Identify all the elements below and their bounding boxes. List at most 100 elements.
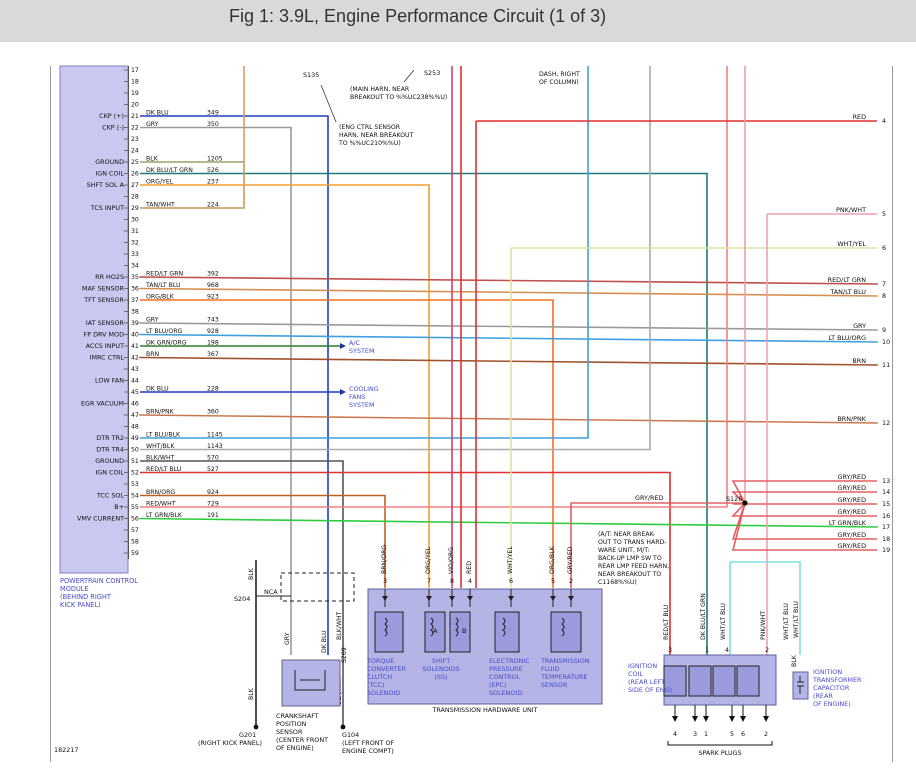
pcm-pin-label: RR HO2S [95,273,124,281]
wire-s126-branch [731,502,877,540]
coil-winding-icon [688,665,712,697]
wire-circuit-label: 968 [207,282,219,289]
tft-sensor-icon [550,611,582,653]
pcm-pin-number: 41 [131,343,139,350]
ckp-sensor-label: (CENTER FRONT [276,736,328,744]
right-connector-color: GRY/RED [838,508,867,516]
wire-tcc-sol [140,494,386,588]
tcc-label: TORQUE [366,657,394,665]
wire-circuit-label: 350 [207,121,219,128]
trans-pin-color: RED [466,561,473,574]
wire-color-label: GRY [146,317,159,324]
diagram-frame [50,66,893,762]
wire-s126-branch [732,502,877,505]
coil-pin-number: 3 [668,646,672,654]
wire-circuit-label: 198 [207,340,219,347]
trans-pin-color: BRN/ORG [381,545,388,574]
trans-pin-number: 4 [468,577,472,585]
wire-color-label: BRN/PNK [146,409,175,416]
trans-pin-arrow [382,596,388,601]
epc-label: PRESSURE [489,665,523,673]
pcm-pin-number: 31 [131,228,139,235]
ss-b-label: B [462,627,466,635]
wire-imrc [139,356,878,366]
tft-sensor-icon-coil-icon [561,617,565,637]
pcm-pin-number: 43 [131,366,139,373]
tft-label: TRANSMISSION [540,657,590,665]
spark-plug-icon [729,716,735,722]
pcm-pin-label: GROUND [95,457,124,465]
trans-unit-label: TRANSMISSION HARDWARE UNIT [431,706,537,714]
pcm-pin-number: 55 [131,504,139,511]
trans-pin-number: 7 [427,577,431,585]
wire-rr-ho2s [139,276,878,285]
spark-plug-number: 1 [704,730,708,738]
right-connector-pin: 10 [882,338,890,346]
main-harn-note: (MAIN HARN, NEAR [350,86,410,93]
right-connector-color: BRN/PNK [837,415,866,423]
wire-circuit-label: 228 [207,386,219,393]
spark-plug-icon [740,716,746,722]
pcm-pin-number: 47 [131,412,139,419]
pcm-pin-number: 38 [131,309,139,316]
trans-pin-number: 8 [450,577,454,585]
coil-pin-number: 4 [725,646,729,654]
wire-ckp-plus [140,115,329,655]
coil-pin-color: WHT/LT BLU [720,603,727,640]
splice-dot [742,500,748,506]
pcm-pin-label: VMV CURRENT [77,515,124,523]
pcm-pin-number: 23 [131,136,139,143]
spark-plug-icon [703,716,709,722]
trans-pin-arrow [508,596,514,601]
ss-a-icon [424,611,446,653]
ss-b-icon-coil-icon [455,617,459,637]
wire-circuit-label: 191 [207,512,219,519]
leader-line [320,84,337,123]
wire-circuit-label: 928 [207,328,219,335]
wire-gry-red [570,502,745,588]
right-connector-color: WHT/YEL [837,240,866,248]
epc-label: SOLENOID [489,689,522,697]
wire-b-plus [140,66,728,508]
capacitor-label: IGNITION [813,668,842,676]
pcm-pin-label: DTR TR4 [96,446,124,454]
wire-color-label: BLK/WHT [146,455,175,462]
wire-color-label: LT GRN/BLK [146,512,183,519]
ckp-wire-dkblu: DK BLU [321,630,328,653]
ground-g201-icon [253,724,259,730]
coil-pin-color: PNK/WHT [760,611,767,640]
capacitor-label: TRANSFORMER [812,676,862,684]
wire-ckp-minus [140,126,292,655]
nca-box [280,572,355,602]
pcm-pin-number: 30 [131,217,139,224]
pcm-pin-number: 33 [131,251,139,258]
ground-g104-icon [340,724,346,730]
wire-circuit-label: 923 [207,294,219,301]
pcm-pin-number: 27 [131,182,139,189]
wire-ign-coil-26 [140,172,708,655]
at-note: WARE UNIT, M/T: [598,547,650,554]
epc-label: ELECTRONIC [489,657,530,665]
cap-wire-label-2: WHT/LT BLU [783,603,790,640]
pcm-pin-number: 36 [131,286,139,293]
pcm-module-label: (BEHIND RIGHT [60,593,112,601]
ckp-wire-gry: GRY [284,632,291,645]
tft-label: FLUID [541,665,559,673]
ground-g104-label: (LEFT FRONT OF [342,739,394,747]
wire-color-label: WHT/BLK [146,443,175,450]
wire-circuit-label: 743 [207,317,219,324]
arrow-icon [340,343,346,349]
ac-system-label: A/C [349,339,361,347]
wire-circuit-label: 570 [207,455,219,462]
pcm-pin-number: 19 [131,90,139,97]
wire-color-label: RED/WHT [146,501,176,508]
trans-pin-arrow [467,596,473,601]
pcm-pin-label: TCS INPUT [90,204,124,212]
capacitor-icon [797,676,804,694]
pcm-box [59,65,129,574]
right-connector-pin: 18 [882,535,890,543]
capacitor-label: OF ENGINE) [813,700,851,708]
pcm-pin-number: 17 [131,67,139,74]
pcm-pin-label: CKP (+) [99,112,124,120]
ignition-coil-label: SIDE OF ENG) [628,686,672,694]
